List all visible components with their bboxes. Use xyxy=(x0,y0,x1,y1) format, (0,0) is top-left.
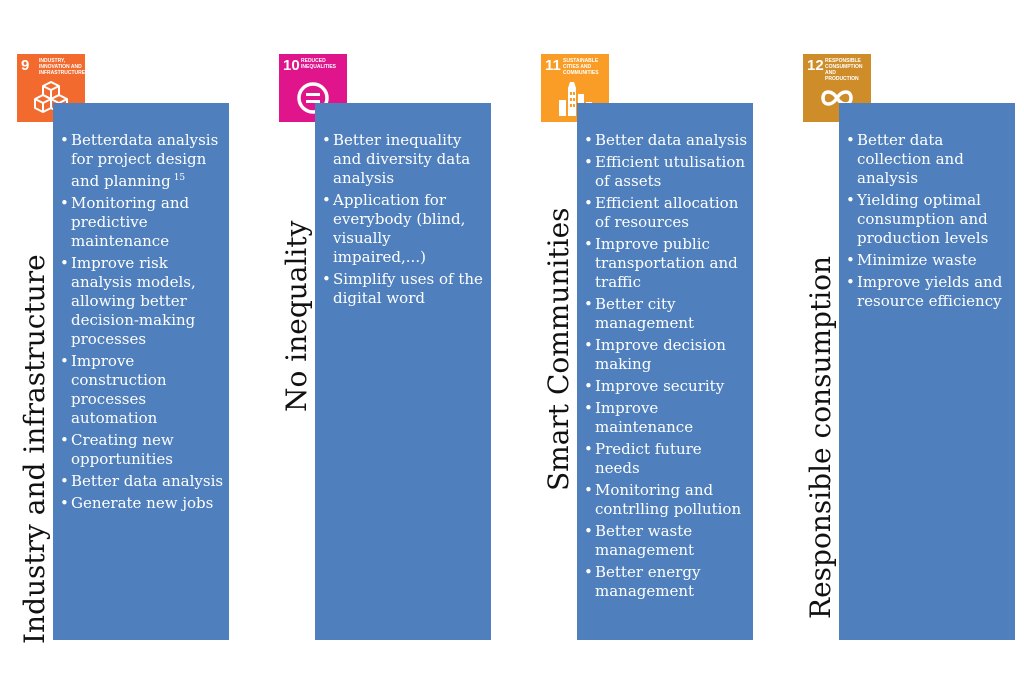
column-title: Industry and infrastructure xyxy=(18,254,51,644)
list-item: Monitoring and contrlling pollution xyxy=(582,481,750,519)
list-item: Improve decision making xyxy=(582,336,750,374)
list-item: Better energy management xyxy=(582,563,750,601)
equals-circle-glyph xyxy=(297,82,329,114)
list-item: Better inequality and diversity data ana… xyxy=(320,131,488,188)
bullet-list: Better data analysis Efficient utulisati… xyxy=(582,131,750,604)
list-item: Betterdata analysis for project design a… xyxy=(58,131,226,191)
sdg-11-column: 11 Sustainable cities and communities Sm… xyxy=(541,54,771,644)
list-item: Application for everybody (blind, visual… xyxy=(320,191,488,267)
sdg-12-column: 12 Responsible consumption and productio… xyxy=(803,54,1024,644)
list-item: Improve yields and resource efficiency xyxy=(844,273,1012,311)
list-item: Better waste management xyxy=(582,522,750,560)
list-item: Improve public transportation and traffi… xyxy=(582,235,750,292)
list-item: Improve maintenance xyxy=(582,399,750,437)
list-item: Better city management xyxy=(582,295,750,333)
list-item: Improve security xyxy=(582,377,750,396)
infinity-glyph xyxy=(821,90,853,106)
list-item: Yielding optimal consumption and product… xyxy=(844,191,1012,248)
list-item: Improve construction processes automatio… xyxy=(58,352,226,428)
content-panel: Better data analysis Efficient utulisati… xyxy=(577,103,753,640)
content-panel: Betterdata analysis for project design a… xyxy=(53,103,229,640)
sdg-10-column: 10 Reduced inequalities No inequality Be… xyxy=(279,54,509,644)
list-item: Predict future needs xyxy=(582,440,750,478)
column-title: Responsible consumption xyxy=(804,255,837,619)
bullet-list: Betterdata analysis for project design a… xyxy=(58,131,226,516)
bullet-list: Better data collection and analysis Yiel… xyxy=(844,131,1012,314)
content-panel: Better data collection and analysis Yiel… xyxy=(839,103,1015,640)
list-item: Efficient allocation of resources xyxy=(582,194,750,232)
list-item: Minimize waste xyxy=(844,251,1012,270)
list-item: Better data analysis xyxy=(58,472,226,491)
list-item: Better data analysis xyxy=(582,131,750,150)
column-title: No inequality xyxy=(280,220,313,412)
list-item: Generate new jobs xyxy=(58,494,226,513)
responsible-consumption-icon: 12 Responsible consumption and productio… xyxy=(803,54,871,122)
list-item: Creating new opportunities xyxy=(58,431,226,469)
list-item: Efficient utulisation of assets xyxy=(582,153,750,191)
list-item: Monitoring and predictive maintenance xyxy=(58,194,226,251)
list-item: Simplify uses of the digital word xyxy=(320,270,488,308)
list-item: Better data collection and analysis xyxy=(844,131,1012,188)
sdg-9-column: 9 Industry, innovation and infrastructur… xyxy=(17,54,247,644)
column-title: Smart Communities xyxy=(542,207,575,491)
footnote-marker: 15 xyxy=(173,173,186,183)
bullet-list: Better inequality and diversity data ana… xyxy=(320,131,488,311)
content-panel: Better inequality and diversity data ana… xyxy=(315,103,491,640)
list-item: Improve risk analysis models, allowing b… xyxy=(58,254,226,349)
